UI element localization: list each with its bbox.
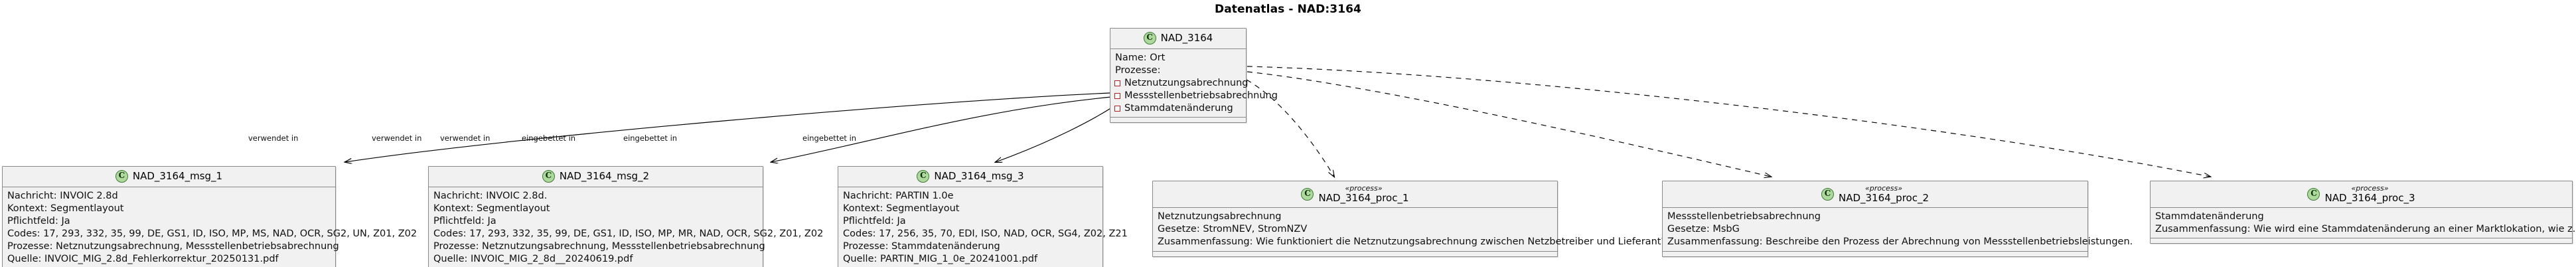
class-icon: C bbox=[1301, 187, 1314, 201]
edge-main-to-msg-2 bbox=[771, 96, 1112, 162]
attribute-row: Prozesse: Stammdatenänderung bbox=[843, 241, 1000, 252]
class-icon: C bbox=[2307, 187, 2320, 201]
class-stereotype: «process» bbox=[2351, 184, 2389, 193]
attribute-row: Name: Ort bbox=[1115, 52, 1166, 63]
class-header: C NAD_3164_msg_3 bbox=[838, 167, 1102, 187]
square-bullet-icon bbox=[1114, 80, 1120, 87]
edge-label-verwendet-in-1: verwendet in bbox=[248, 134, 299, 143]
class-footer bbox=[2151, 238, 2572, 244]
attribute-row: Nachricht: INVOIC 2.8d. bbox=[433, 191, 548, 201]
attribute-row: Kontext: Segmentlayout bbox=[843, 203, 960, 215]
class-attributes: Messstellenbetriebsabrechnung Gesetze: M… bbox=[1663, 208, 2133, 252]
attribute-row: Quelle: INVOIC_MIG_2_8d__20240619.pdf bbox=[433, 254, 633, 265]
attribute-row: Stammdatenänderung bbox=[2155, 211, 2264, 222]
attribute-text: Stammdatenänderung bbox=[1124, 103, 1233, 114]
class-icon: C bbox=[1821, 187, 1834, 201]
class-box-nad-3164-msg-3[interactable]: C NAD_3164_msg_3 Nachricht: PARTIN 1.0e … bbox=[838, 166, 1128, 267]
class-box-nad-3164-proc-1[interactable]: C «process» NAD_3164_proc_1 Netznutzungs… bbox=[1152, 181, 1667, 257]
edge-label-verwendet-in-3: verwendet in bbox=[440, 134, 491, 143]
class-header: C «process» NAD_3164_proc_1 bbox=[1153, 181, 1557, 209]
class-footer bbox=[1153, 251, 1557, 256]
class-attributes: Stammdatenänderung Zusammenfassung: Wie … bbox=[2151, 208, 2576, 239]
class-header: C «process» NAD_3164_proc_2 bbox=[1663, 181, 2087, 209]
page-title: Datenatlas - NAD:3164 bbox=[1215, 3, 1361, 16]
class-attributes: Nachricht: INVOIC 2.8d. Kontext: Segment… bbox=[429, 187, 824, 267]
class-name: NAD_3164_msg_3 bbox=[934, 170, 1024, 183]
attribute-row: Zusammenfassung: Wie wird eine Stammdate… bbox=[2155, 224, 2576, 235]
class-name: NAD_3164_msg_1 bbox=[132, 170, 223, 183]
attribute-row: Nachricht: INVOIC 2.8d bbox=[7, 191, 118, 201]
attribute-row: Zusammenfassung: Wie funktioniert die Ne… bbox=[1158, 236, 1667, 248]
attribute-row: Pflichtfeld: Ja bbox=[843, 216, 906, 227]
attribute-row: Codes: 17, 293, 332, 35, 99, DE, GS1, ID… bbox=[7, 228, 417, 240]
attribute-row: Quelle: PARTIN_MIG_1_0e_20241001.pdf bbox=[843, 254, 1038, 265]
attribute-row: Gesetze: StromNEV, StromNZV bbox=[1158, 224, 1308, 235]
class-header: C NAD_3164_msg_2 bbox=[429, 167, 763, 187]
class-stereotype: «process» bbox=[1864, 184, 1903, 193]
class-header: C «process» NAD_3164_proc_3 bbox=[2151, 181, 2572, 209]
class-box-nad-3164-msg-2[interactable]: C NAD_3164_msg_2 Nachricht: INVOIC 2.8d.… bbox=[428, 166, 824, 267]
class-header: C NAD_3164 bbox=[1110, 29, 1246, 49]
attribute-row: Gesetze: MsbG bbox=[1667, 224, 1740, 235]
attribute-row: Codes: 17, 256, 35, 70, EDI, ISO, NAD, O… bbox=[843, 228, 1128, 240]
attribute-row: Zusammenfassung: Beschreibe den Prozess … bbox=[1667, 236, 2133, 248]
attribute-row: Netznutzungsabrechnung bbox=[1158, 211, 1282, 222]
class-box-nad-3164-proc-2[interactable]: C «process» NAD_3164_proc_2 Messstellenb… bbox=[1662, 181, 2133, 257]
class-box-nad-3164-proc-3[interactable]: C «process» NAD_3164_proc_3 Stammdatenän… bbox=[2150, 181, 2576, 244]
edge-main-to-proc-2 bbox=[1247, 71, 1771, 177]
attribute-text: Messstellenbetriebsabrechnung bbox=[1124, 90, 1278, 102]
class-icon: C bbox=[1143, 32, 1156, 44]
class-box-nad-3164[interactable]: C NAD_3164 Name: Ort Prozesse: Netznutzu… bbox=[1110, 28, 1278, 124]
edge-label-eingebettet-in-2: eingebettet in bbox=[623, 134, 678, 143]
attribute-row: Pflichtfeld: Ja bbox=[7, 216, 70, 227]
class-name: NAD_3164 bbox=[1160, 32, 1213, 44]
attribute-row: Quelle: INVOIC_MIG_2.8d_Fehlerkorrektur_… bbox=[7, 254, 279, 265]
class-icon: C bbox=[115, 170, 128, 183]
edge-label-eingebettet-in-1: eingebettet in bbox=[522, 134, 576, 143]
edge-label-eingebettet-in-3: eingebettet in bbox=[802, 134, 857, 143]
attribute-row: Prozesse: Netznutzungsabrechnung, Messst… bbox=[433, 241, 765, 252]
edge-main-to-msg-3 bbox=[996, 100, 1122, 162]
attribute-row: Pflichtfeld: Ja bbox=[433, 216, 496, 227]
class-stereotype: «process» bbox=[1345, 184, 1383, 193]
square-bullet-icon bbox=[1114, 93, 1120, 100]
class-attributes: Netznutzungsabrechnung Gesetze: StromNEV… bbox=[1153, 208, 1667, 252]
class-icon: C bbox=[917, 170, 930, 183]
attribute-row: Nachricht: PARTIN 1.0e bbox=[843, 191, 954, 201]
class-header: C NAD_3164_msg_1 bbox=[3, 167, 335, 187]
class-name: NAD_3164_msg_2 bbox=[559, 170, 650, 183]
edge-main-to-proc-3 bbox=[1247, 66, 2210, 177]
class-attributes: Nachricht: PARTIN 1.0e Kontext: Segmentl… bbox=[838, 187, 1128, 267]
class-box-nad-3164-msg-1[interactable]: C NAD_3164_msg_1 Nachricht: INVOIC 2.8d … bbox=[2, 166, 417, 267]
attribute-row: Stammdatenänderung bbox=[1114, 102, 1241, 115]
attribute-row: Prozesse: Netznutzungsabrechnung, Messst… bbox=[7, 241, 339, 252]
attribute-row: Codes: 17, 293, 332, 35, 99, DE, GS1, ID… bbox=[433, 228, 824, 240]
square-bullet-icon bbox=[1114, 106, 1120, 112]
attribute-row: Prozesse: bbox=[1115, 65, 1161, 76]
attribute-row: Kontext: Segmentlayout bbox=[433, 203, 550, 215]
attribute-row: Messstellenbetriebsabrechnung bbox=[1667, 211, 1821, 222]
class-attributes: Name: Ort Prozesse: Netznutzungsabrechnu… bbox=[1110, 49, 1278, 118]
class-name: NAD_3164_proc_2 bbox=[1838, 191, 1930, 204]
edge-label-verwendet-in-2: verwendet in bbox=[372, 134, 422, 143]
class-attributes: Nachricht: INVOIC 2.8d Kontext: Segmentl… bbox=[3, 187, 417, 267]
class-name: NAD_3164_proc_1 bbox=[1318, 191, 1409, 204]
edge-main-to-msg-1 bbox=[345, 92, 1110, 162]
class-footer bbox=[1110, 118, 1246, 123]
class-name: NAD_3164_proc_3 bbox=[2324, 191, 2415, 204]
class-footer bbox=[1663, 251, 2087, 256]
attribute-row: Kontext: Segmentlayout bbox=[7, 203, 124, 215]
attribute-row: Netznutzungsabrechnung bbox=[1114, 77, 1248, 90]
attribute-row: Messstellenbetriebsabrechnung bbox=[1114, 90, 1278, 102]
attribute-text: Netznutzungsabrechnung bbox=[1124, 78, 1249, 89]
class-icon: C bbox=[542, 170, 555, 183]
